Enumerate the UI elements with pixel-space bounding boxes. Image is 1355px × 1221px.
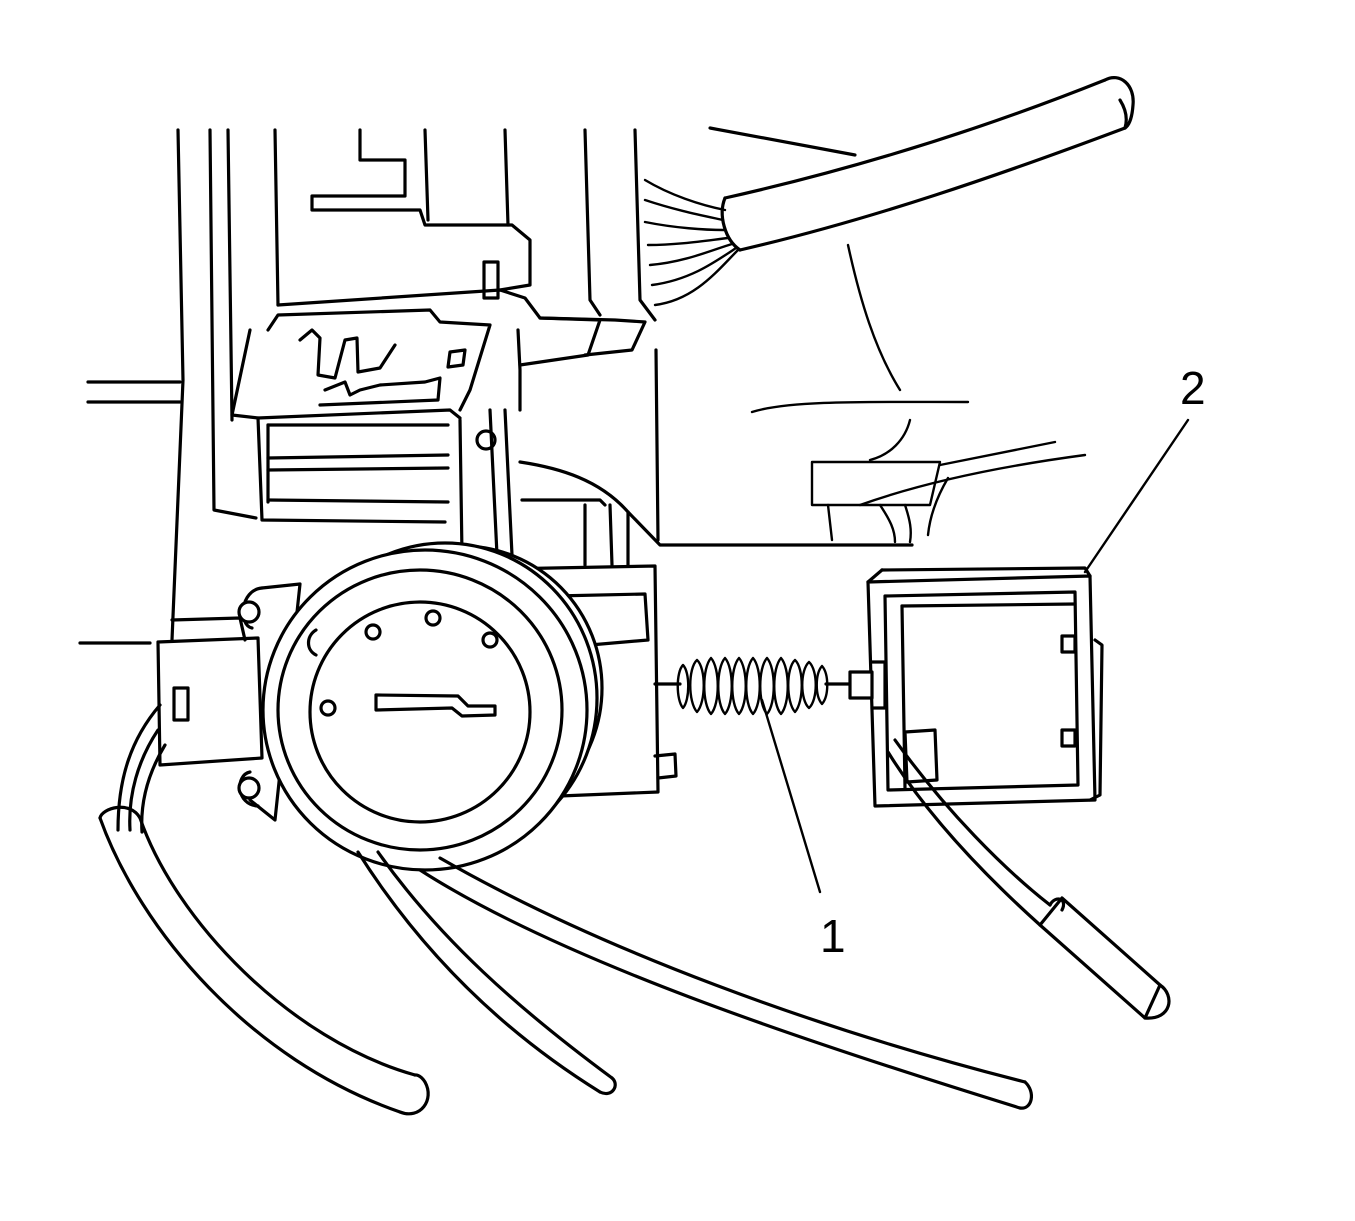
callout-leaders	[760, 418, 1190, 894]
lock-cylinder-housing	[237, 541, 678, 872]
callout-1-leader	[760, 698, 822, 894]
lower-harness	[356, 850, 1034, 1110]
switch-module	[848, 566, 1171, 1020]
column-housing	[86, 128, 914, 642]
callout-1-label: 1	[820, 910, 846, 962]
spring	[653, 656, 852, 716]
callout-2-leader	[1083, 418, 1190, 574]
callout-2-label: 2	[1180, 362, 1206, 414]
left-connector	[78, 616, 430, 1116]
upper-harness	[643, 76, 1135, 544]
